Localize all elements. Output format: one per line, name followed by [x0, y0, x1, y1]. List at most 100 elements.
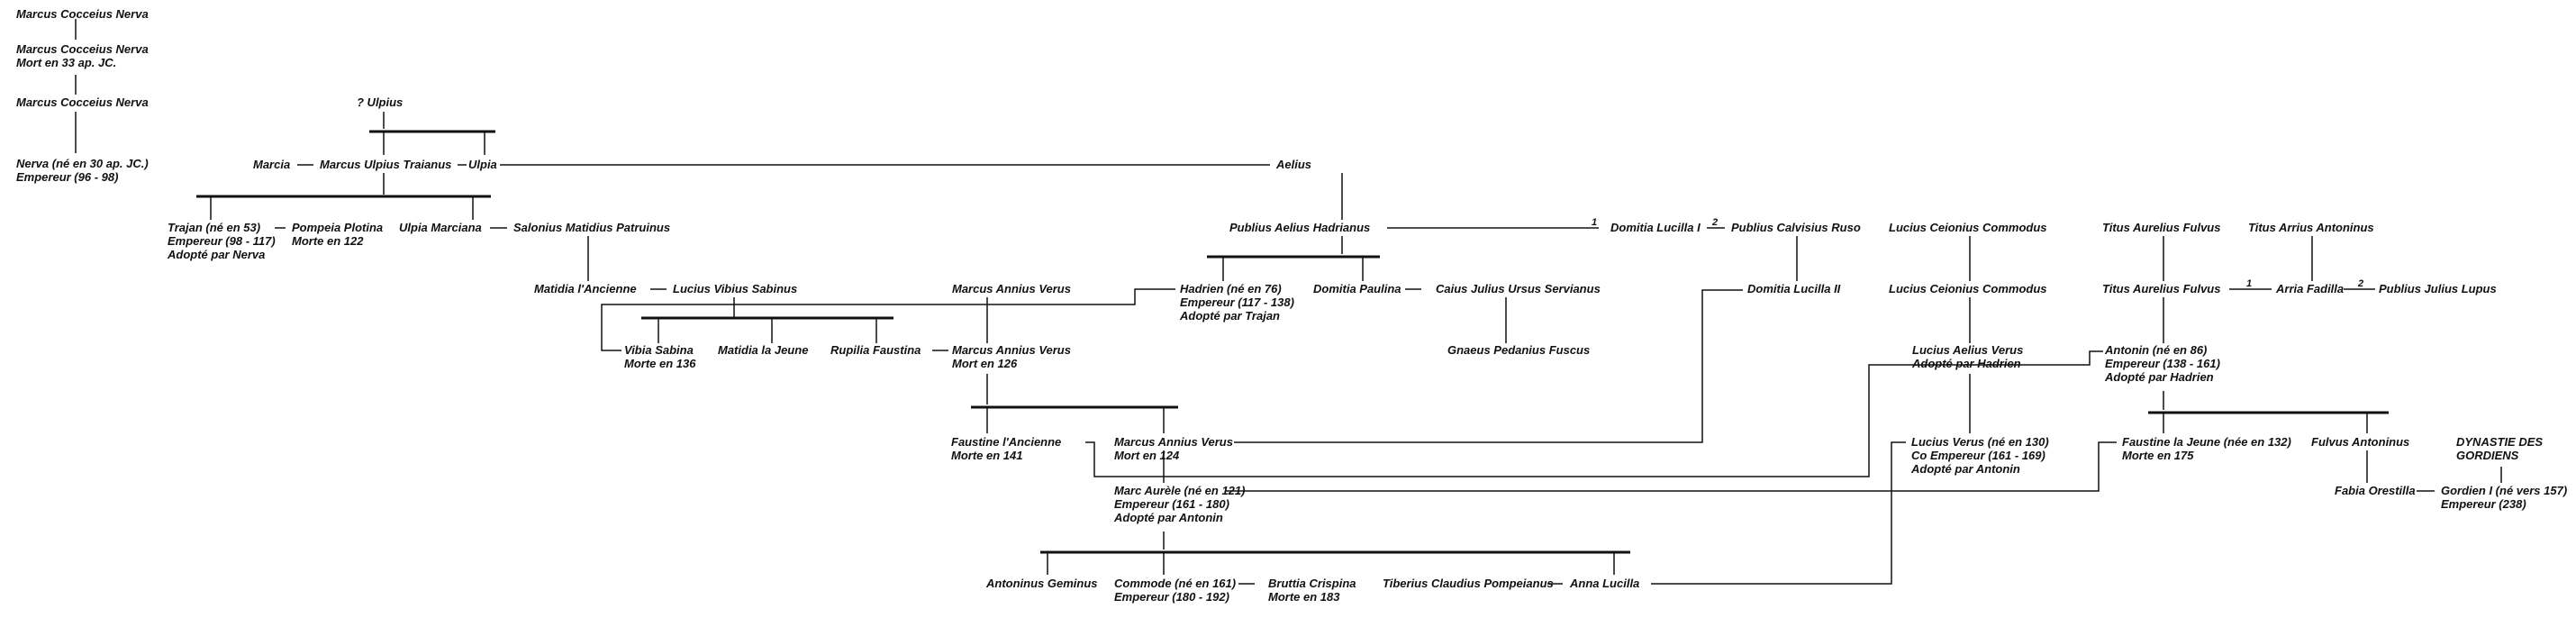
person-text-line: Adopté par Hadrien: [2104, 370, 2214, 384]
person-text-line: Empereur (180 - 192): [1114, 590, 1229, 604]
person-text-line: Nerva (né en 30 ap. JC.): [16, 157, 149, 170]
person-lucilla: Anna Lucilla: [1569, 577, 1639, 590]
person-fuscus: Gnaeus Pedanius Fuscus: [1447, 343, 1590, 357]
person-text-line: Ulpia: [468, 158, 497, 171]
person-text-line: Vibia Sabina: [624, 343, 694, 357]
person-text-line: GORDIENS: [2456, 449, 2519, 462]
person-text-line: Mort en 126: [952, 357, 1018, 370]
person-text-line: Titus Arrius Antoninus: [2248, 221, 2374, 234]
person-ceionius-1: Lucius Ceionius Commodus: [1889, 221, 2047, 234]
connector-lines: [75, 19, 2502, 585]
person-text-line: Empereur (96 - 98): [16, 170, 118, 184]
person-text-line: Empereur (161 - 180): [1114, 497, 1229, 511]
person-publius-aelius-hadrianus: Publius Aelius Hadrianus: [1229, 221, 1370, 234]
person-text-line: Rupilia Faustina: [830, 343, 921, 357]
person-domitia-lucilla-1: Domitia Lucilla I: [1610, 221, 1701, 234]
person-trajan: Trajan (né en 53)Empereur (98 - 117)Adop…: [167, 221, 276, 261]
person-hadrien: Hadrien (né en 76)Empereur (117 - 138)Ad…: [1179, 282, 1294, 323]
person-text-line: ? Ulpius: [357, 95, 403, 109]
person-text-line: Marcus Cocceius Nerva: [16, 95, 149, 109]
person-text-line: Antonin (né en 86): [2104, 343, 2207, 357]
person-text-line: Aelius: [1275, 158, 1311, 171]
person-text-line: Faustine la Jeune (née en 132): [2122, 435, 2291, 449]
person-lucius-verus: Lucius Verus (né en 130)Co Empereur (161…: [1910, 435, 2049, 476]
person-text-line: Empereur (138 - 161): [2105, 357, 2220, 370]
marriage-link: [1085, 350, 2103, 477]
person-text-line: Marcus Cocceius Nerva: [16, 42, 149, 56]
person-ulpius: ? Ulpius: [357, 95, 403, 109]
person-text-line: Mort en 33 ap. JC.: [16, 56, 116, 69]
person-text-line: Empereur (117 - 138): [1180, 295, 1294, 309]
person-text-line: Lucius Verus (né en 130): [1911, 435, 2049, 449]
marriage-mark: 1: [2246, 278, 2252, 289]
person-arrius-antoninus: Titus Arrius Antoninus: [2248, 221, 2374, 234]
person-text-line: Lucius Ceionius Commodus: [1889, 221, 2047, 234]
person-text-line: Adopté par Trajan: [1179, 309, 1280, 323]
person-text-line: Marcus Annius Verus: [952, 282, 1071, 295]
person-text-line: Publius Calvisius Ruso: [1731, 221, 1861, 234]
person-text-line: Titus Aurelius Fulvus: [2102, 282, 2220, 295]
person-text-line: Domitia Lucilla II: [1747, 282, 1841, 295]
person-calvisius: Publius Calvisius Ruso: [1731, 221, 1861, 234]
marriage-link: [601, 288, 1175, 351]
person-text-line: Marc Aurèle (né en 121): [1114, 484, 1245, 497]
person-antonin: Antonin (né en 86)Empereur (138 - 161)Ad…: [2104, 343, 2220, 384]
person-text-line: Morte en 175: [2122, 449, 2194, 462]
person-gordien: Gordien I (né vers 157)Empereur (238): [2441, 484, 2567, 511]
person-aurelius-fulvus-2: Titus Aurelius Fulvus: [2102, 282, 2220, 295]
person-text-line: Domitia Paulina: [1313, 282, 1401, 295]
person-text-line: Antoninus Geminus: [985, 577, 1098, 590]
marriage-link: [1234, 289, 1743, 443]
marriage-link: [1651, 441, 1906, 585]
person-text-line: Commode (né en 161): [1114, 577, 1236, 590]
person-text-line: Anna Lucilla: [1569, 577, 1639, 590]
person-text-line: Ulpia Marciana: [399, 221, 482, 234]
person-text-line: Arria Fadilla: [2275, 282, 2344, 295]
person-text-line: Faustine l'Ancienne: [951, 435, 1061, 449]
person-marc-aurele: Marc Aurèle (né en 121)Empereur (161 - 1…: [1113, 484, 1245, 524]
person-faustina-younger: Faustine la Jeune (née en 132)Morte en 1…: [2122, 435, 2291, 462]
person-sabinus: Lucius Vibius Sabinus: [673, 282, 797, 295]
person-text-line: Fulvus Antoninus: [2311, 435, 2409, 449]
person-text-line: Caius Julius Ursus Servianus: [1436, 282, 1601, 295]
person-domitia-paulina: Domitia Paulina: [1313, 282, 1401, 295]
person-text-line: Morte en 136: [624, 357, 696, 370]
person-ulpia: Ulpia: [468, 158, 497, 171]
person-text-line: Matidia l'Ancienne: [534, 282, 637, 295]
person-text-line: Empereur (98 - 117): [168, 234, 276, 248]
person-fulvus-antoninus: Fulvus Antoninus: [2311, 435, 2409, 449]
person-aelius: Aelius: [1275, 158, 1311, 171]
person-text-line: Adopté par Nerva: [167, 248, 265, 261]
person-text-line: Matidia la Jeune: [718, 343, 808, 357]
person-pompeianus: Tiberius Claudius Pompeianus: [1383, 577, 1554, 590]
person-traianus-father: Marcus Ulpius Traianus: [320, 158, 451, 171]
person-commode: Commode (né en 161)Empereur (180 - 192): [1114, 577, 1236, 604]
person-text-line: Adopté par Hadrien: [1911, 357, 2021, 370]
person-text-line: Publius Aelius Hadrianus: [1229, 221, 1370, 234]
person-text-line: Gordien I (né vers 157): [2441, 484, 2567, 497]
person-aurelius-fulvus-1: Titus Aurelius Fulvus: [2102, 221, 2220, 234]
person-nerva-father-2: Marcus Cocceius Nerva: [16, 95, 149, 109]
person-nerva: Nerva (né en 30 ap. JC.)Empereur (96 - 9…: [16, 157, 149, 184]
person-text-line: Lucius Ceionius Commodus: [1889, 282, 2047, 295]
person-servianus: Caius Julius Ursus Servianus: [1436, 282, 1601, 295]
person-text-line: Gnaeus Pedanius Fuscus: [1447, 343, 1590, 357]
person-text-line: Marcus Cocceius Nerva: [16, 7, 149, 21]
person-geminus: Antoninus Geminus: [985, 577, 1098, 590]
person-annius-verus-1: Marcus Annius Verus: [952, 282, 1071, 295]
person-text-line: Salonius Matidius Patruinus: [513, 221, 670, 234]
person-ceionius-2: Lucius Ceionius Commodus: [1889, 282, 2047, 295]
person-text-line: Co Empereur (161 - 169): [1911, 449, 2045, 462]
person-matidius: Salonius Matidius Patruinus: [513, 221, 670, 234]
person-text-line: Publius Julius Lupus: [2379, 282, 2497, 295]
person-text-line: Hadrien (né en 76): [1180, 282, 1282, 295]
